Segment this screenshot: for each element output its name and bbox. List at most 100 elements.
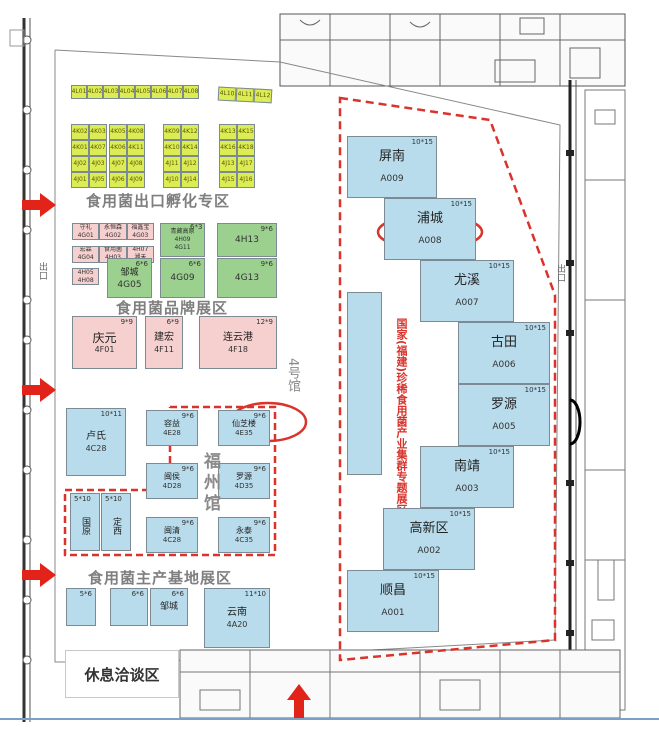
booth-4e28[interactable]: 9*6 容益 4E28	[146, 410, 198, 446]
booth-dingxi[interactable]: 5*10 定西	[101, 493, 131, 551]
booth-bottom-1[interactable]: 5*6	[66, 588, 96, 626]
booth-4l03[interactable]: 4L03	[103, 85, 119, 99]
booth-4l06[interactable]: 4L06	[151, 85, 167, 99]
booth-4l10[interactable]: 4L10	[217, 86, 237, 102]
booth-size: 10*15	[450, 200, 472, 208]
booth-guoyuan[interactable]: 5*10 国原	[70, 493, 100, 551]
booth-4l07[interactable]: 4L07	[167, 85, 183, 99]
booth-small-green-upper[interactable]: 青藏高原 4H09 4G11	[160, 223, 205, 257]
booth-name: 屏南	[378, 149, 405, 164]
booth-4j16[interactable]: 4J16	[237, 172, 255, 188]
booth-code: 4G03	[132, 231, 149, 239]
booth-4k13[interactable]: 4K13	[219, 124, 237, 140]
booth-4j07[interactable]: 4J07	[109, 156, 127, 172]
booth-4k06[interactable]: 4K06	[109, 140, 127, 156]
booth-code: 4J05	[91, 176, 105, 183]
booth-4l02[interactable]: 4L02	[87, 85, 103, 99]
booth-4k10[interactable]: 4K10	[163, 140, 181, 156]
booth-4j08[interactable]: 4J08	[127, 156, 145, 172]
booth-4k03[interactable]: 4K03	[89, 124, 107, 140]
booth-4j10[interactable]: 4J10	[163, 172, 181, 188]
booth-4e35[interactable]: 9*6 仙芝楼 4E35	[218, 410, 270, 446]
booth-4k18[interactable]: 4K18	[237, 140, 255, 156]
booth-4j01[interactable]: 4J01	[71, 172, 89, 188]
booth-4j06[interactable]: 4J06	[109, 172, 127, 188]
booth-4f18[interactable]: 12*9 连云港 4F18	[199, 316, 277, 369]
bottom-service-block	[179, 649, 621, 719]
booth-bottom-2[interactable]: 6*6	[110, 588, 148, 626]
booth-4c28-lushi[interactable]: 10*11 卢氏 4C28	[66, 408, 126, 476]
booth-4k07[interactable]: 4K07	[89, 140, 107, 156]
booth-4d28[interactable]: 9*6 闽侯 4D28	[146, 463, 198, 499]
booth-4k09[interactable]: 4K09	[163, 124, 181, 140]
booth-size: 10*15	[524, 386, 546, 394]
booth-4g13[interactable]: 9*6 4G13	[217, 258, 277, 298]
zone-title-export: 食用菌出口孵化专区	[86, 192, 231, 210]
booth-4l12[interactable]: 4L12	[253, 88, 273, 104]
booth-4k05[interactable]: 4K05	[109, 124, 127, 140]
booth-4j03[interactable]: 4J03	[89, 156, 107, 172]
zone-title-production: 食用菌主产基地展区	[88, 569, 233, 587]
booth-code: 4J09	[129, 176, 143, 183]
booth-4j12[interactable]: 4J12	[181, 156, 199, 172]
booth-4f01[interactable]: 9*9 庆元 4F01	[72, 316, 137, 369]
booth-4h13[interactable]: 9*6 4H13	[217, 223, 277, 257]
booth-code: 4J03	[91, 160, 105, 167]
booth-4g09[interactable]: 6*6 4G09	[160, 258, 205, 298]
booth-4d35[interactable]: 9*6 罗源 4D35	[218, 463, 270, 499]
booth-4g05[interactable]: 6*6 邹城 4G05	[107, 258, 152, 298]
small-green-size: 6*3	[190, 223, 203, 231]
booth-4a20[interactable]: 11*10 云南 4A20	[204, 588, 270, 648]
booth-4k08[interactable]: 4K08	[127, 124, 145, 140]
booth-4j05[interactable]: 4J05	[89, 172, 107, 188]
booth-4k11[interactable]: 4K11	[127, 140, 145, 156]
booth-code: 4J11	[165, 160, 179, 167]
booth-4j17[interactable]: 4J17	[237, 156, 255, 172]
booth-4l08[interactable]: 4L08	[183, 85, 199, 99]
booth-4f11[interactable]: 6*9 建宏 4F11	[145, 316, 183, 369]
booth-4j14[interactable]: 4J14	[181, 172, 199, 188]
booth-4l05[interactable]: 4L05	[135, 85, 151, 99]
booth-4k02[interactable]: 4K02	[71, 124, 89, 140]
booth-4j02[interactable]: 4J02	[71, 156, 89, 172]
booth-code: 4K16	[220, 144, 236, 151]
booth-code: 4L12	[255, 91, 271, 100]
booth-4j15[interactable]: 4J15	[219, 172, 237, 188]
booth-code: 4L11	[237, 90, 253, 99]
booth-4j09[interactable]: 4J09	[127, 172, 145, 188]
booth-4k01[interactable]: 4K01	[71, 140, 89, 156]
booth-4k14[interactable]: 4K14	[181, 140, 199, 156]
booth-4k15[interactable]: 4K15	[237, 124, 255, 140]
booth-4j13[interactable]: 4J13	[219, 156, 237, 172]
booth-4l01[interactable]: 4L01	[71, 85, 87, 99]
booth-code: A007	[455, 298, 479, 308]
booth-code: 4J06	[111, 176, 125, 183]
booth-code: 4G04	[77, 254, 94, 262]
booth-4k12[interactable]: 4K12	[181, 124, 199, 140]
booth-name: 4H05	[77, 268, 94, 276]
booth-4j11[interactable]: 4J11	[163, 156, 181, 172]
booth-4l04[interactable]: 4L04	[119, 85, 135, 99]
booth-zoucheng-bottom[interactable]: 6*6 邹城	[150, 588, 188, 626]
booth-4l11[interactable]: 4L11	[235, 87, 255, 103]
booth-code: 4K13	[220, 128, 236, 135]
booth-code: 4K08	[128, 128, 144, 135]
booth-name: 高新区	[409, 521, 449, 536]
booth-4k16[interactable]: 4K16	[219, 140, 237, 156]
booth-4c35[interactable]: 9*6 永泰 4C35	[218, 517, 270, 553]
booth-4c28-minqing[interactable]: 9*6 闽清 4C28	[146, 517, 198, 553]
